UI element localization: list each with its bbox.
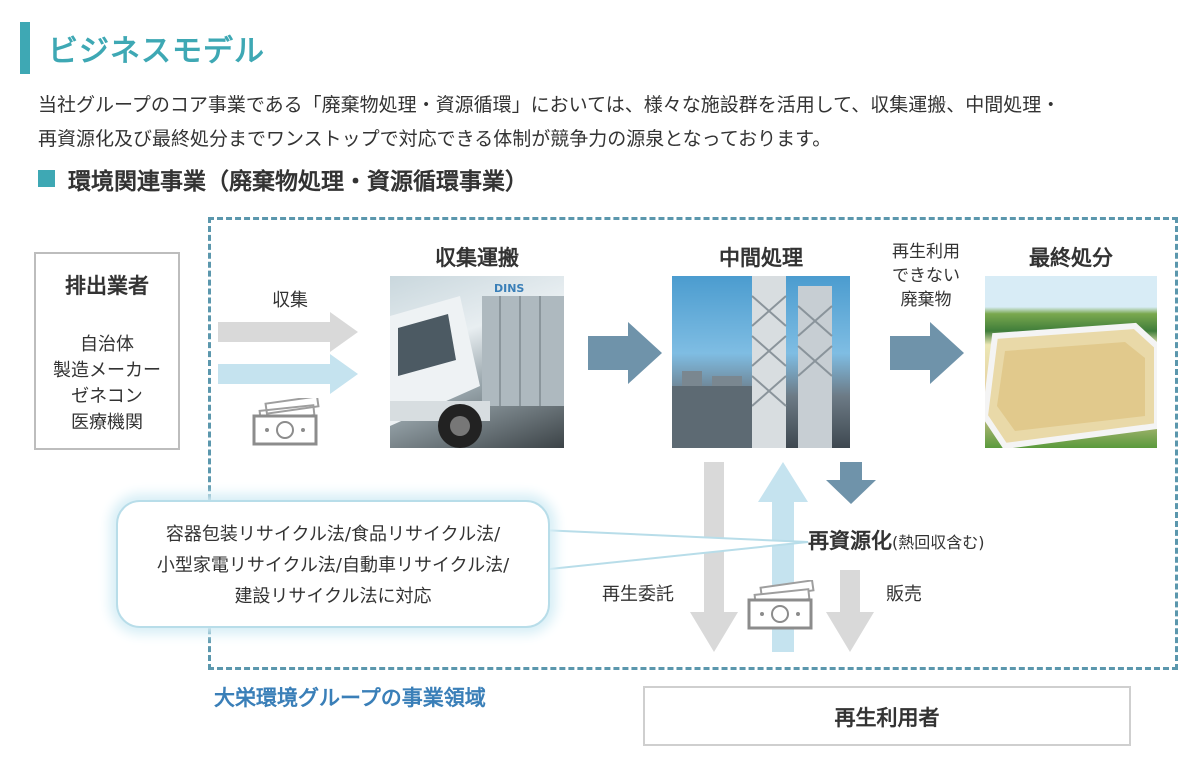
cannot-reuse-line: 廃棄物	[900, 290, 952, 310]
payment-up-arrow	[758, 462, 808, 652]
money-bill-icon	[252, 398, 320, 446]
collect-label: 収集	[272, 290, 308, 311]
lead-line-2: 再資源化及び最終処分までワンストップで対応できる体制が競争力の源泉となっておりま…	[38, 128, 832, 150]
money-bill-icon	[747, 580, 815, 630]
business-domain-label: 大栄環境グループの事業領域	[214, 686, 486, 710]
landfill-illustration	[985, 322, 1157, 448]
recycle-down-arrow	[826, 462, 876, 504]
business-domain-frame	[208, 217, 1178, 670]
callout-line: 容器包装リサイクル法/食品リサイクル法/	[165, 524, 501, 545]
commission-arrow	[690, 462, 738, 652]
callout-line: 小型家電リサイクル法/自動車リサイクル法/	[156, 555, 510, 576]
section-square-icon	[38, 170, 55, 187]
cannot-reuse-line: できない	[892, 266, 960, 286]
emitter-item: 自治体	[80, 334, 134, 355]
emitter-title: 排出業者	[65, 274, 149, 298]
emitter-item: 医療機関	[71, 412, 143, 433]
recycle-arrows	[690, 462, 876, 652]
recycle-label: 再資源化(熱回収含む)	[808, 525, 985, 555]
section-title: 環境関連事業（廃棄物処理・資源循環事業）	[68, 169, 528, 195]
stage-title-intermediate: 中間処理	[719, 246, 803, 270]
arrow-right-icon	[588, 322, 662, 384]
truck-illustration: DINS	[390, 282, 564, 448]
emitter-item: 製造メーカー	[53, 360, 161, 381]
reuser-box	[643, 686, 1131, 746]
sales-label: 販売	[886, 584, 922, 605]
emitter-item: ゼネコン	[71, 386, 143, 407]
title-accent-bar	[20, 22, 30, 74]
emitter-box	[34, 252, 180, 450]
recycling-law-callout	[116, 500, 550, 628]
callout-line: 建設リサイクル法に対応	[234, 586, 432, 607]
stage-title-final: 最終処分	[1029, 246, 1113, 270]
lead-line-1: 当社グループのコア事業である「廃棄物処理・資源循環」においては、様々な施設群を活…	[38, 94, 1061, 116]
collect-arrows	[218, 312, 358, 394]
landfill-photo	[985, 276, 1157, 448]
plant-illustration	[672, 276, 833, 448]
truck-logo-text: DINS	[494, 282, 524, 295]
cannot-reuse-line: 再生利用	[892, 242, 960, 262]
lead-paragraph: 当社グループのコア事業である「廃棄物処理・資源循環」においては、様々な施設群を活…	[38, 88, 1188, 156]
commission-label: 再生委託	[602, 584, 674, 605]
sales-arrow	[826, 570, 874, 652]
recycle-title: 再資源化	[808, 529, 892, 553]
stage-title-collection: 収集運搬	[435, 246, 519, 270]
truck-photo: DINS	[390, 276, 564, 448]
callout-tail	[540, 528, 809, 572]
plant-photo	[672, 276, 850, 448]
recycle-note: (熱回収含む)	[892, 533, 985, 552]
cannot-reuse-label: 再生利用 できない 廃棄物	[876, 240, 976, 312]
payment-arrow-light	[218, 354, 358, 394]
page-title: ビジネスモデル	[48, 34, 265, 69]
arrow-right-icon	[890, 322, 964, 384]
collect-arrow-gray	[218, 312, 358, 352]
reuser-label: 再生利用者	[834, 706, 940, 730]
